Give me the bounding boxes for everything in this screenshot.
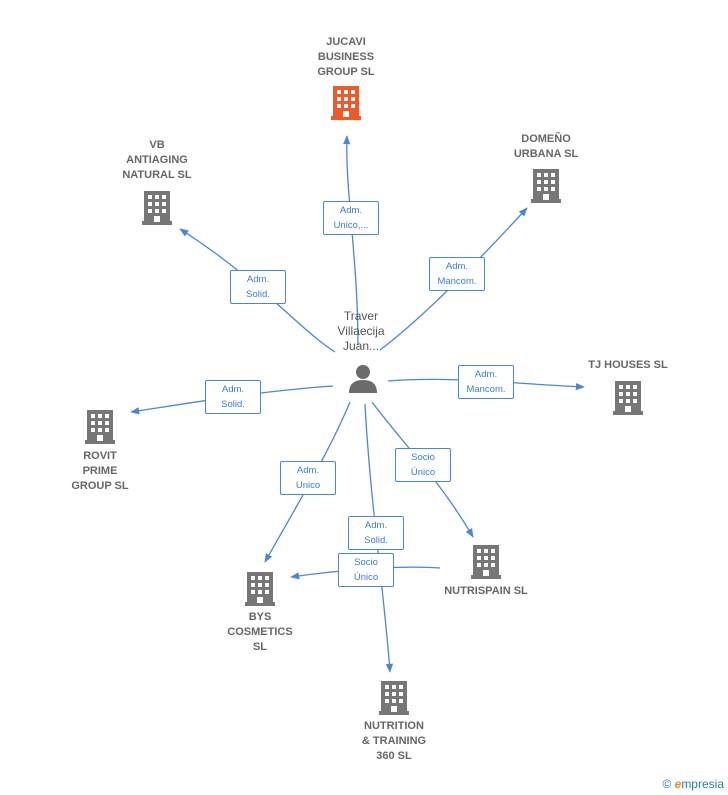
relation-badge: Adm. Solid. <box>205 380 261 414</box>
rovit-building-icon[interactable] <box>85 410 115 444</box>
relation-badge: Socio Único <box>338 553 394 587</box>
tjhouses-company-label[interactable]: TJ HOUSES SL <box>588 359 668 371</box>
tjhouses-building-icon[interactable] <box>613 381 643 415</box>
bys-company-label[interactable]: BYS COSMETICS SL <box>227 611 293 653</box>
relation-badge: Adm. Solid. <box>230 270 286 304</box>
rovit-company-label[interactable]: ROVIT PRIME GROUP SL <box>71 450 129 492</box>
relation-badge: Adm. Mancom. <box>429 257 485 291</box>
relation-badge: Adm. Mancom. <box>458 365 514 399</box>
relation-badge: Adm. Unico,... <box>323 201 379 235</box>
jucavi-company-label[interactable]: JUCAVI BUSINESS GROUP SL <box>317 36 375 78</box>
empresia-logo: © empresia <box>662 777 724 791</box>
person-icon[interactable] <box>349 365 377 393</box>
relation-badge: Adm. Solid. <box>348 516 404 550</box>
jucavi-building-icon[interactable] <box>331 86 361 120</box>
vb-building-icon[interactable] <box>142 191 172 225</box>
domeno-company-label[interactable]: DOMEÑO URBANA SL <box>513 133 579 160</box>
bys-building-icon[interactable] <box>245 572 275 606</box>
domeno-building-icon[interactable] <box>531 169 561 203</box>
nutrition-building-icon[interactable] <box>379 681 409 715</box>
relation-badge: Socio Único <box>395 448 451 482</box>
relation-badge: Adm. Unico <box>280 461 336 495</box>
nutrispain-company-label[interactable]: NUTRISPAIN SL <box>444 585 528 597</box>
center-person-name[interactable]: Traver Villaecija Juan... <box>337 309 385 353</box>
nutrition-company-label[interactable]: NUTRITION & TRAINING 360 SL <box>361 720 427 762</box>
nutrispain-building-icon[interactable] <box>471 545 501 579</box>
vb-company-label[interactable]: VB ANTIAGING NATURAL SL <box>122 139 192 181</box>
